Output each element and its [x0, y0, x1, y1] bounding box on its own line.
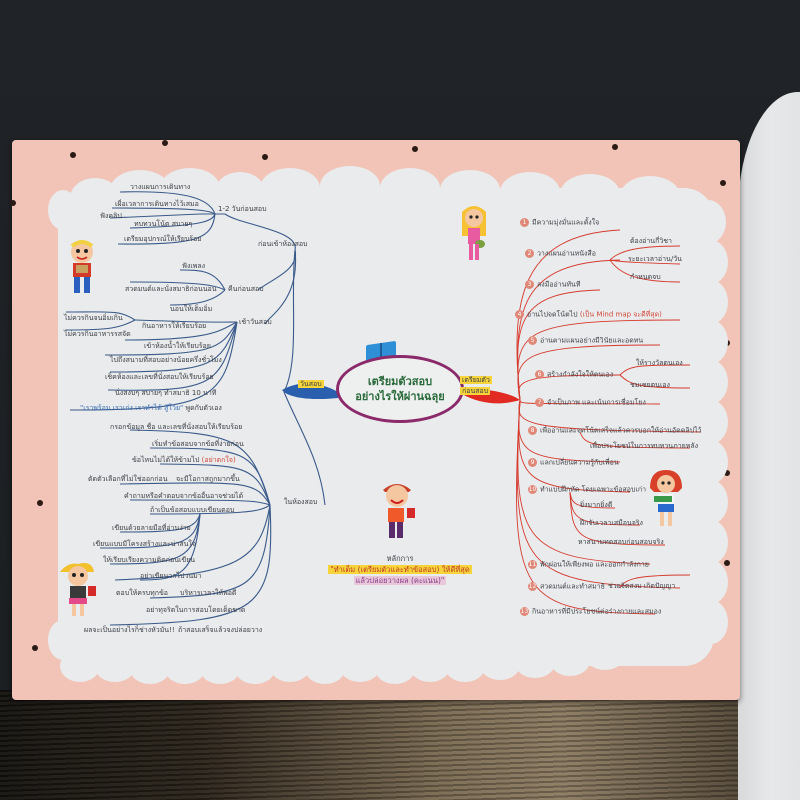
item: กินอาหารให้เรียบร้อย: [142, 322, 207, 330]
item: กรอกข้อมูล ชื่อ และเลขที่นั่งสอบให้เรียบ…: [110, 423, 243, 431]
prep-sub: ช่วยจิตสงบ เกิดปัญญา: [608, 582, 676, 590]
item: เริ่มทำข้อสอบจากข้อที่ง่ายก่อน: [152, 440, 244, 448]
item: ไปถึงสนามที่สอบอย่างน้อยครึ่งชั่วโมง: [110, 356, 222, 364]
item: เช็คห้องและเลขที่นั่งสอบให้เรียบร้อย: [105, 373, 214, 381]
subgroup-exam-morning: เช้าวันสอบ: [239, 318, 272, 326]
item: เตรียมอุปกรณ์ให้เรียบร้อย: [124, 235, 202, 243]
prep-sub: ชมเชยตนเอง: [630, 381, 670, 389]
item-note: ผลจะเป็นอย่างไรก็ช่างหัวมัน!!: [84, 626, 175, 634]
item-quote: "เราพร้อม เราเก่ง เราทำได้ สู้โว้ย" พูดก…: [80, 404, 222, 412]
item: นั่งสงบๆ สบายๆ ทำสมาธิ 10 นาที: [115, 389, 217, 397]
item: จะมีโอกาสถูกมากขึ้น: [176, 475, 240, 483]
group-before-exam-room: ก่อนเข้าห้องสอบ: [258, 240, 308, 248]
item: ถ้าเป็นข้อสอบแบบเขียนตอบ: [150, 506, 235, 514]
subgroup-night-before: คืนก่อนสอบ: [228, 285, 264, 293]
principle-box: หลักการ "ทำเต็ม (เตรียมตัวและทำข้อสอบ) ใ…: [300, 553, 500, 586]
principle-line2: แล้วปล่อยวางผล (คะแนน)": [353, 576, 447, 585]
principle-title: หลักการ: [386, 554, 414, 563]
center-title-line2: อย่างไรให้ผ่านฉลุย: [355, 390, 445, 403]
center-title-line1: เตรียมตัวสอบ: [367, 375, 433, 388]
item-note: ฟังคลิป: [100, 212, 122, 220]
group-in-exam-room: ในห้องสอบ: [284, 498, 318, 506]
prep-sub: ฝึกจับเวลาเสมือนจริง: [580, 519, 643, 527]
item: วางแผนการเดินทาง: [130, 183, 191, 191]
item: เข้าห้องน้ำให้เรียบร้อย: [144, 342, 211, 350]
branch-label-exam-day: วันสอบ: [298, 380, 324, 388]
girl-blonde-icon: [462, 206, 486, 260]
item: คำถามหรือคำตอบจากข้ออื่นอาจช่วยได้: [124, 492, 244, 500]
prep-sub: ระยะเวลาอ่าน/วัน: [628, 255, 682, 263]
prep-sub: ต้องอ่านกี่วิชา: [630, 237, 672, 245]
item: สวดมนต์และนั่งสมาธิก่อนนอน: [125, 285, 217, 293]
item: เผื่อเวลาการเดินทางไว้เสมอ: [115, 200, 199, 208]
prep-sub: หาสนามทดสอบก่อนสอบจริง: [578, 538, 664, 546]
prep-sub: ยิ่งมากยิ่งดี: [580, 501, 613, 509]
item: ทบทวนโน้ต สบายๆ: [134, 220, 193, 228]
item: เขียนแบบมีโครงสร้างและน่าสนใจ: [93, 540, 196, 548]
item: อย่าเขียนวกไปวนมา: [140, 572, 202, 580]
item-note: ตอบให้ครบทุกข้อ: [116, 589, 168, 597]
next-page-curl: [738, 92, 800, 800]
prep-sub: ให้รางวัลตนเอง: [636, 359, 683, 367]
principle-line1: "ทำเต็ม (เตรียมตัวและทำข้อสอบ) ให้ดีที่ส…: [328, 565, 472, 574]
item: บริหารเวลาให้พอดี: [180, 589, 237, 597]
boy-holding-book-icon: [70, 240, 94, 293]
item-note: ไม่ควรกินจนอิ่มเกิน: [64, 314, 123, 322]
item: เขียนด้วยลายมือที่อ่านง่าย: [112, 524, 191, 532]
subgroup-1-2-days: 1-2 วันก่อนสอบ: [218, 205, 267, 213]
item: ให้เรียบเรียงความคิดก่อนเขียน: [103, 556, 196, 564]
item-note: ตัดตัวเลือกที่ไม่ใช่ออกก่อน: [88, 475, 168, 483]
item: อย่าทุจริตในการสอบโดยเด็ดขาด: [146, 606, 246, 614]
wood-table: [0, 690, 800, 800]
item: นอนให้เต็มอิ่ม: [170, 305, 213, 313]
girl-red-bob-icon: [650, 470, 682, 526]
prep-sub: เพื่อประโยชน์ในการทบทวนภายหลัง: [590, 442, 699, 450]
boy-red-hair-icon: [383, 484, 415, 538]
item: ฟังเพลง: [182, 262, 206, 270]
branch-label-prepare: เตรียมตัว ก่อนสอบ: [460, 376, 492, 395]
center-node: เตรียมตัวสอบ อย่างไรให้ผ่านฉลุย: [336, 355, 464, 423]
item-note: ไม่ควรกินอาหารรสจัด: [64, 330, 131, 338]
item: ข้อไหนไม่ได้ให้ข้ามไป (อย่าตกใจ): [132, 456, 236, 464]
prep-sub: กำหนดจบ: [630, 273, 661, 281]
girl-pigtail-icon: [60, 563, 96, 616]
item: ถ้าสอบเสร็จแล้วจงปล่อยวาง: [178, 626, 263, 634]
